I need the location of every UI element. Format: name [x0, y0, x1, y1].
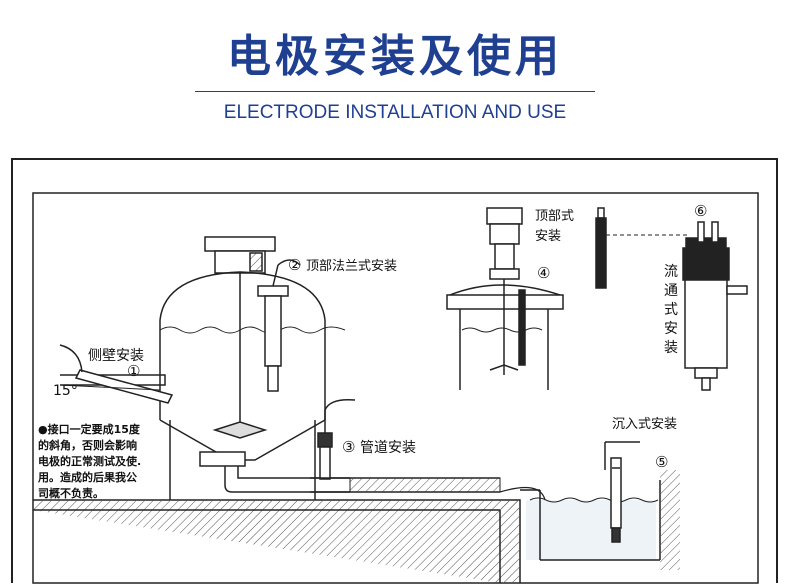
- label-flow-4: 安: [664, 321, 678, 337]
- immersion-electrode: [604, 441, 640, 543]
- diagram-frame: [11, 158, 778, 583]
- note-line-2: 的斜角，否则会影响: [38, 438, 137, 452]
- label-flow-3: 式: [664, 302, 678, 318]
- marker-4: ④: [537, 264, 550, 282]
- marker-6: ⑥: [694, 202, 707, 220]
- side-wall-electrode: [59, 344, 174, 404]
- label-angle: 15°: [53, 383, 78, 399]
- inner-frame: [32, 192, 759, 584]
- label-flange: 顶部法兰式安装: [306, 259, 397, 274]
- note-line-1: ●接口一定要成15度: [38, 422, 141, 436]
- top-mount-electrode: [595, 207, 690, 289]
- flow-cell: [682, 221, 748, 391]
- note-line-4: 用。造成的后果我公: [38, 470, 137, 484]
- page-subtitle: ELECTRODE INSTALLATION AND USE: [223, 102, 567, 123]
- label-flow-5: 装: [664, 340, 678, 356]
- page-title: 电极安装及使用: [227, 31, 563, 82]
- label-immersion: 沉入式安装: [612, 417, 677, 432]
- label-pipe: 管道安装: [360, 440, 416, 456]
- note-line-5: 司概不负责。: [38, 486, 104, 500]
- marker-3: ③: [342, 438, 355, 456]
- label-top-2: 安装: [535, 229, 561, 244]
- marker-2: ②: [288, 256, 301, 274]
- marker-1: ①: [127, 362, 140, 380]
- label-flow-1: 流: [664, 264, 678, 280]
- marker-5: ⑤: [655, 453, 668, 471]
- immersion-pool: [499, 470, 680, 570]
- flange-electrode: [257, 259, 301, 392]
- label-side-wall: 侧壁安装: [88, 348, 144, 364]
- top-reactor: [446, 207, 564, 390]
- pipe-electrode: [310, 398, 356, 493]
- label-flow-2: 通: [664, 283, 678, 299]
- label-top-1: 顶部式: [535, 209, 574, 224]
- floor: [33, 499, 521, 583]
- subtitle-rule: ELECTRODE INSTALLATION AND USE: [195, 91, 595, 132]
- main-tank: [159, 236, 500, 500]
- note-line-3: 电极的正常测试及使.: [38, 454, 141, 468]
